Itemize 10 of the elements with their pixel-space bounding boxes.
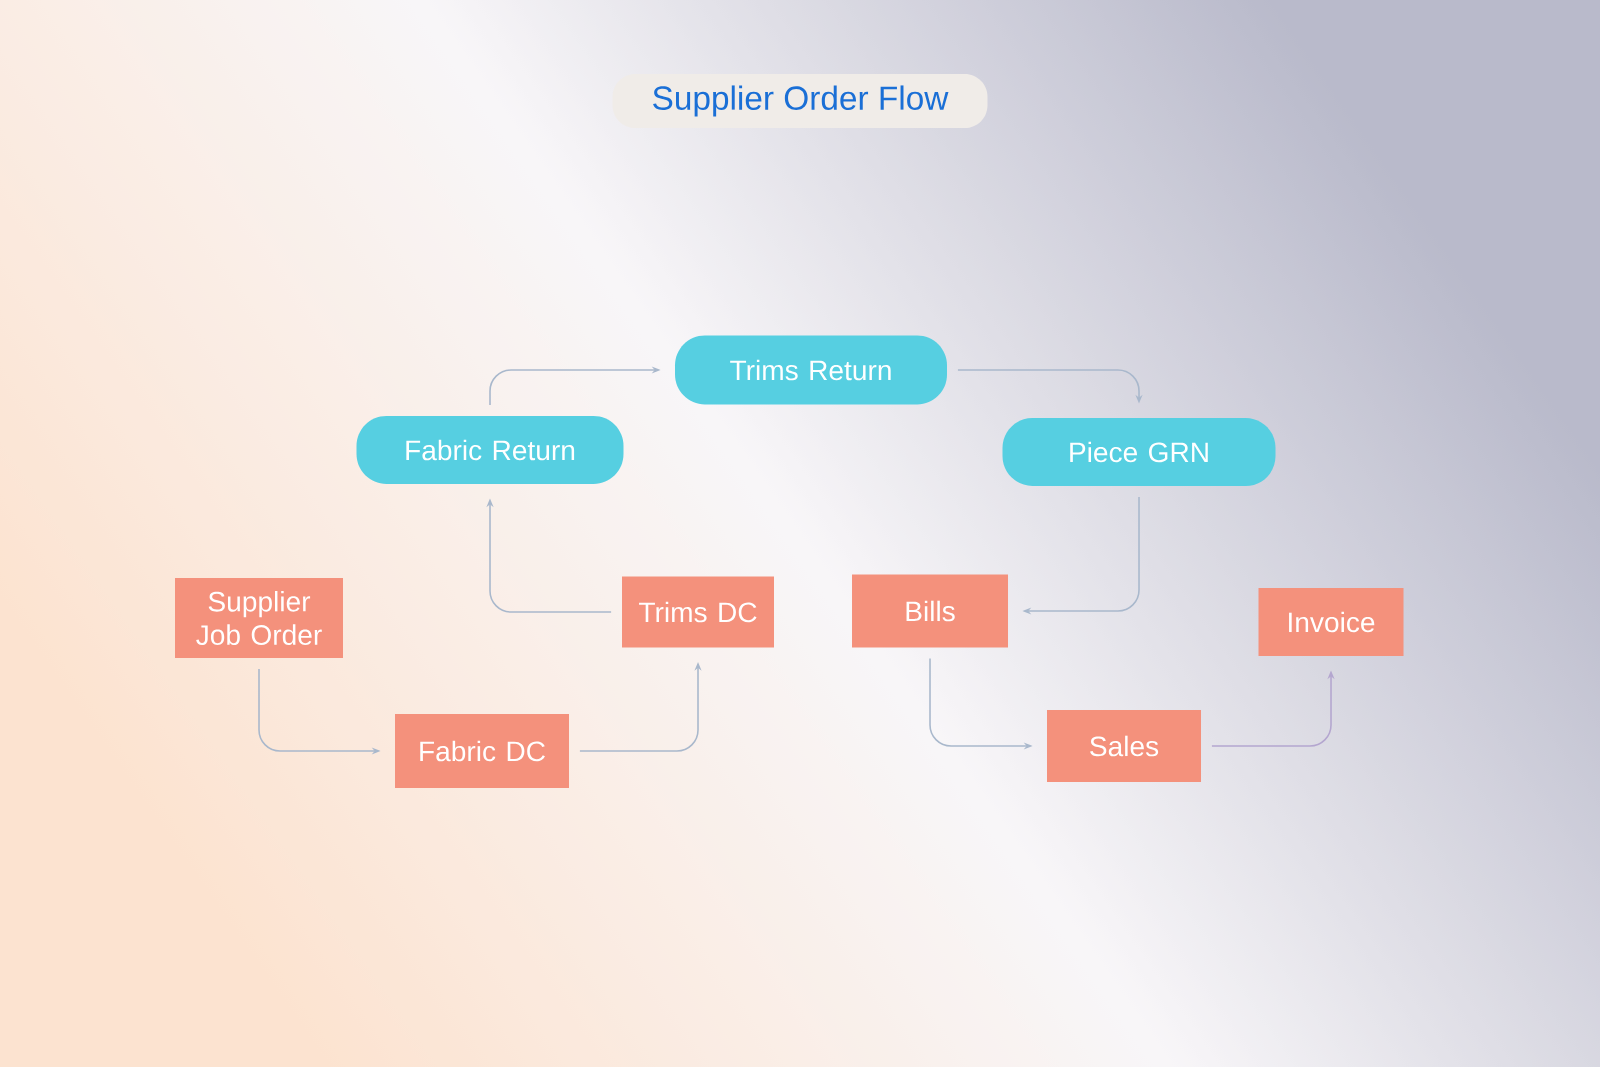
rounded-box: Fabric Return <box>356 416 624 484</box>
process-box: Bills <box>852 574 1008 648</box>
process-box: Sales <box>1047 710 1201 782</box>
rounded-box: Trims Return <box>675 335 947 405</box>
process-box: Invoice <box>1258 588 1404 656</box>
title: Supplier Order Flow <box>612 74 988 128</box>
rounded-box: Piece GRN <box>1002 418 1276 486</box>
process-box: Supplier Job Order <box>175 578 343 658</box>
process-box: Fabric DC <box>395 714 569 788</box>
process-box: Trims DC <box>622 576 774 648</box>
